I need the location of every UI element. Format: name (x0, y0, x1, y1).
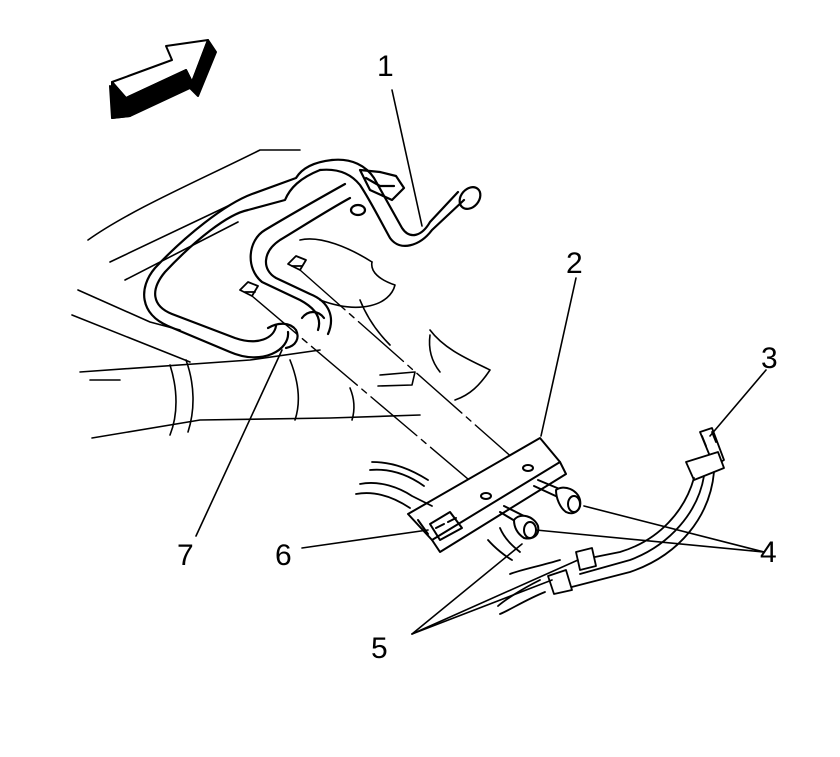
vehicle-underbody (71, 149, 491, 439)
brake-lines-left (355, 461, 433, 509)
bolt-icon (499, 479, 582, 540)
hose-assembly (143, 158, 482, 359)
callout-3: 3 (761, 342, 778, 375)
callout-6: 6 (275, 539, 292, 572)
leader-lines (195, 89, 767, 635)
callout-7: 7 (177, 539, 194, 572)
brake-lines-right (487, 427, 725, 615)
arrow-up-right-icon (109, 39, 217, 119)
callout-2: 2 (566, 247, 583, 280)
alignment-lines (251, 269, 525, 497)
line-clips (239, 255, 307, 297)
callout-1: 1 (377, 50, 394, 83)
callout-4: 4 (760, 536, 777, 569)
callout-5: 5 (371, 632, 388, 665)
mounting-bracket (407, 437, 567, 553)
